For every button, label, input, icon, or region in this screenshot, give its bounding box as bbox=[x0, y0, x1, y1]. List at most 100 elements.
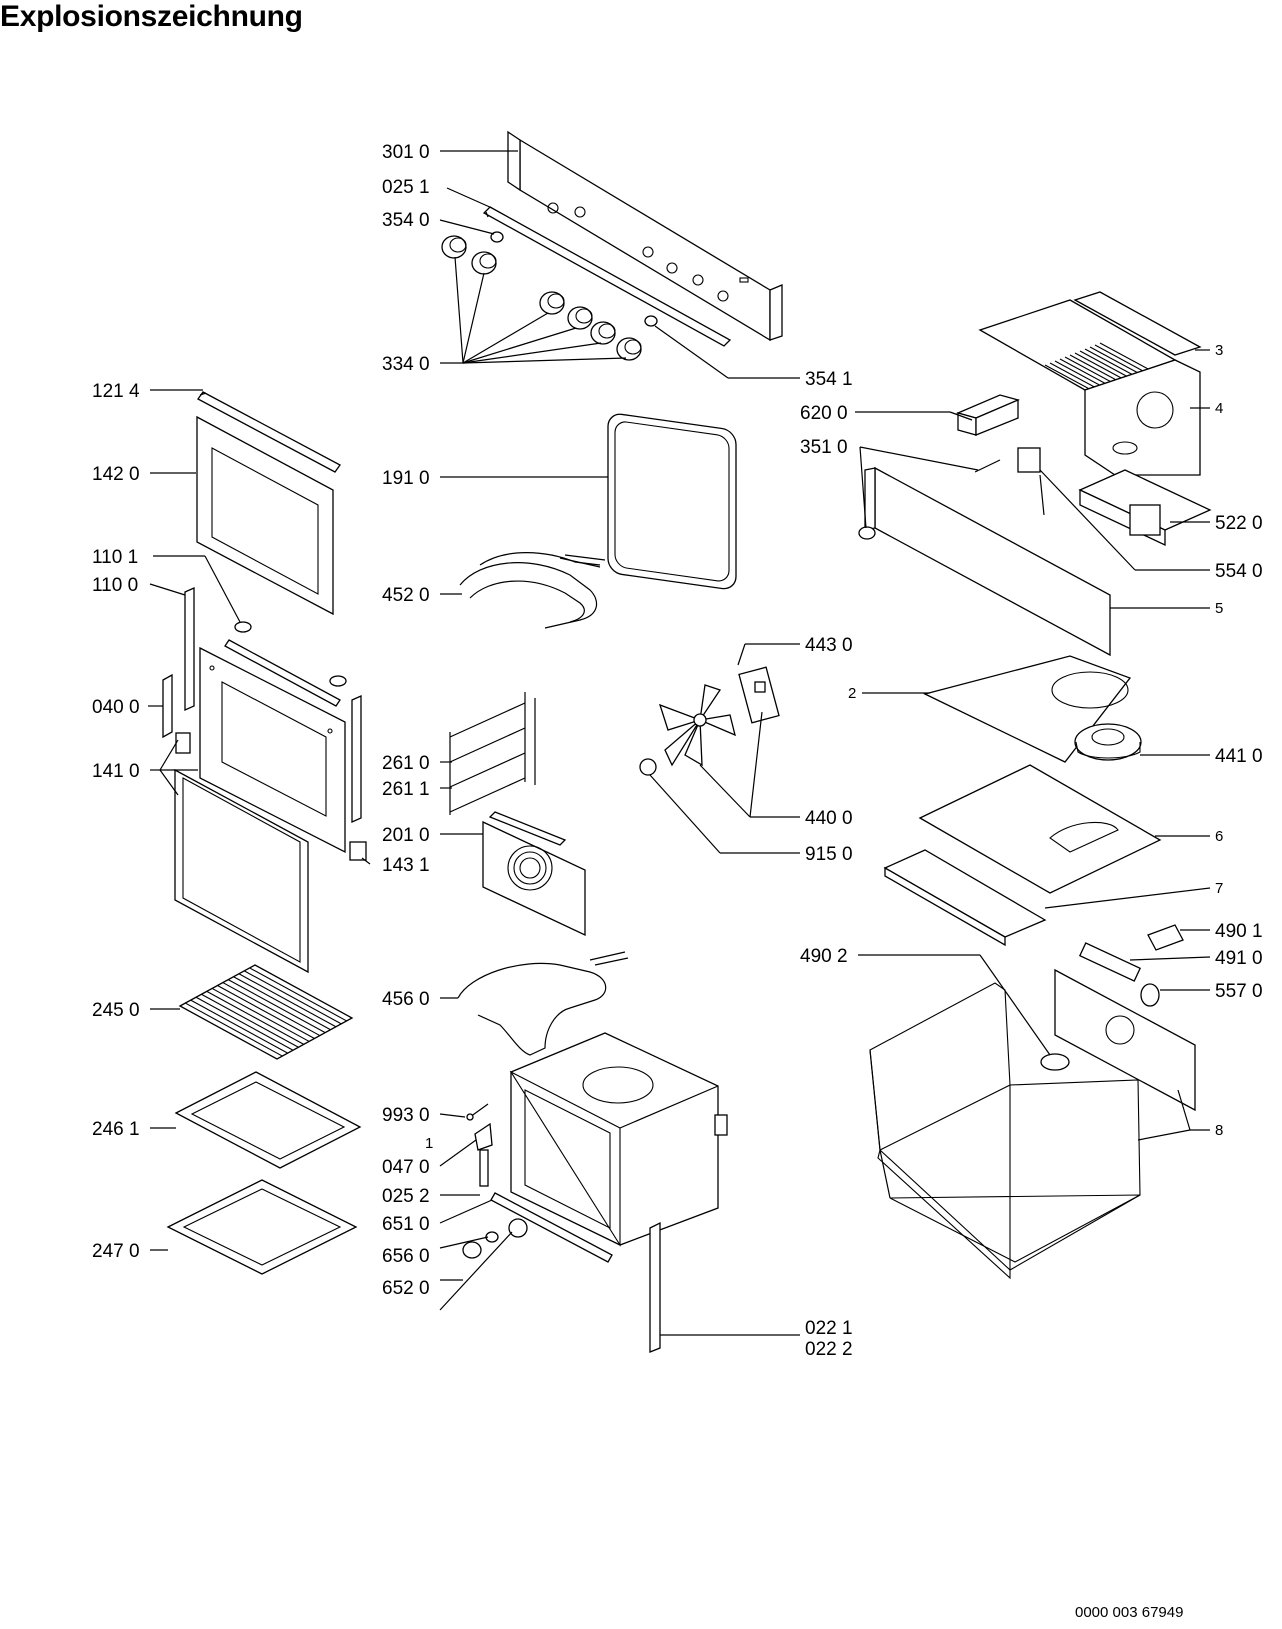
label-246-1: 246 1 bbox=[92, 1119, 140, 1140]
wire-rack bbox=[178, 964, 354, 1060]
label-557-0: 557 0 bbox=[1215, 981, 1263, 1002]
top-cover-and-grille bbox=[978, 291, 1202, 476]
label-3: 3 bbox=[1215, 342, 1223, 359]
grille-slat bbox=[1064, 356, 1116, 385]
oven-door-gasket bbox=[607, 413, 737, 590]
label-025-2: 025 2 bbox=[382, 1186, 430, 1207]
rack-bar bbox=[238, 973, 337, 1028]
lower-heating-element bbox=[457, 951, 629, 1056]
grille-slat bbox=[1059, 358, 1111, 387]
grille-slat bbox=[1094, 344, 1146, 373]
label-656-0: 656 0 bbox=[382, 1246, 430, 1267]
baking-tray bbox=[174, 1071, 362, 1169]
grille-slat bbox=[1069, 354, 1121, 383]
label-142-0: 142 0 bbox=[92, 464, 140, 485]
grille-slat bbox=[1074, 352, 1126, 381]
door-outer-glass bbox=[196, 415, 334, 616]
leader-lines bbox=[148, 150, 1211, 1336]
rack-bar bbox=[244, 970, 342, 1025]
label-261-1: 261 1 bbox=[382, 779, 430, 800]
outer-casing-frame bbox=[869, 968, 1196, 1280]
label-334-0: 334 0 bbox=[382, 354, 430, 375]
door-handle bbox=[224, 621, 347, 707]
label-022-2: 022 2 bbox=[805, 1339, 853, 1360]
fan-wheel bbox=[1074, 723, 1142, 761]
lamp-assembly bbox=[462, 1218, 528, 1259]
label-2: 2 bbox=[848, 685, 856, 702]
thermostat-and-probe bbox=[974, 447, 1045, 516]
label-456-0: 456 0 bbox=[382, 989, 430, 1010]
control-frame bbox=[858, 466, 1111, 657]
label-993-0: 993 0 bbox=[382, 1105, 430, 1126]
part-labels: 301 0 025 1 354 0 334 0 354 1 121 4 142 … bbox=[92, 142, 1263, 1360]
door-top-trim bbox=[197, 391, 341, 473]
label-7: 7 bbox=[1215, 880, 1223, 897]
grille-slat bbox=[1044, 364, 1096, 393]
terminal-block bbox=[956, 394, 1020, 436]
fan-motor-assembly bbox=[639, 666, 780, 776]
rack-bar bbox=[233, 976, 331, 1031]
label-8: 8 bbox=[1215, 1122, 1223, 1139]
door-side-rails bbox=[184, 586, 367, 861]
side-trim bbox=[649, 1221, 661, 1353]
label-620-0: 620 0 bbox=[800, 403, 848, 424]
trim-strip-top bbox=[482, 206, 732, 347]
label-440-0: 440 0 bbox=[805, 808, 853, 829]
rack-bar bbox=[211, 987, 310, 1042]
label-452-0: 452 0 bbox=[382, 585, 430, 606]
rack-bar bbox=[222, 982, 321, 1037]
label-490-1: 490 1 bbox=[1215, 921, 1263, 942]
rack-bar bbox=[206, 990, 305, 1045]
control-panel-fascia bbox=[507, 130, 783, 342]
label-022-1: 022 1 bbox=[805, 1318, 853, 1339]
label-554-0: 554 0 bbox=[1215, 561, 1263, 582]
grille-slat bbox=[1089, 346, 1141, 375]
label-247-0: 247 0 bbox=[92, 1241, 140, 1262]
rack-bar bbox=[227, 979, 326, 1034]
label-354-1: 354 1 bbox=[805, 369, 853, 390]
rack-bar bbox=[195, 996, 294, 1051]
label-143-1: 143 1 bbox=[382, 855, 430, 876]
label-301-0: 301 0 bbox=[382, 142, 430, 163]
rack-bar bbox=[185, 1002, 283, 1057]
label-047-0: 047 0 bbox=[382, 1157, 430, 1178]
label-110-1: 110 1 bbox=[92, 547, 138, 568]
document-code: 0000 003 67949 bbox=[1075, 1604, 1184, 1621]
label-443-0: 443 0 bbox=[805, 635, 853, 656]
deep-baking-pan bbox=[166, 1179, 358, 1275]
rear-fan-cover bbox=[482, 811, 586, 937]
label-1: 1 bbox=[425, 1135, 433, 1152]
door-inner-glass bbox=[174, 768, 309, 974]
label-441-0: 441 0 bbox=[1215, 746, 1263, 767]
control-knobs bbox=[441, 235, 642, 361]
label-6: 6 bbox=[1215, 828, 1223, 845]
label-522-0: 522 0 bbox=[1215, 513, 1263, 534]
control-electronics bbox=[1078, 469, 1212, 547]
label-491-0: 491 0 bbox=[1215, 948, 1263, 969]
rack-bar bbox=[190, 999, 288, 1054]
door-inner-panel bbox=[199, 646, 346, 854]
oven-cavity bbox=[509, 1032, 728, 1247]
label-4: 4 bbox=[1215, 400, 1223, 417]
grille-slat bbox=[1079, 350, 1131, 379]
insulation-plate bbox=[918, 764, 1162, 894]
label-040-0: 040 0 bbox=[92, 697, 140, 718]
label-025-1: 025 1 bbox=[382, 177, 430, 198]
label-110-0: 110 0 bbox=[92, 575, 138, 596]
label-261-0: 261 0 bbox=[382, 753, 430, 774]
rear-electrical-parts bbox=[1040, 924, 1184, 1071]
label-354-0: 354 0 bbox=[382, 210, 430, 231]
screw-and-small-parts bbox=[466, 1103, 493, 1187]
label-141-0: 141 0 bbox=[92, 761, 140, 782]
front-trim-plate bbox=[883, 849, 1047, 947]
label-652-0: 652 0 bbox=[382, 1278, 430, 1299]
trim-strip-bottom bbox=[490, 1192, 613, 1263]
grille-slat bbox=[1049, 362, 1101, 391]
label-651-0: 651 0 bbox=[382, 1214, 430, 1235]
rack-bar bbox=[249, 967, 347, 1022]
label-201-0: 201 0 bbox=[382, 825, 430, 846]
rack-bar bbox=[217, 985, 315, 1039]
grille-slat bbox=[1084, 348, 1136, 377]
label-5: 5 bbox=[1215, 600, 1223, 617]
